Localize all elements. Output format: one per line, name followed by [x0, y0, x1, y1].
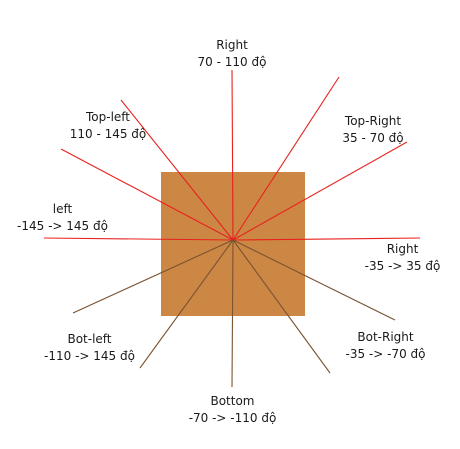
ray-bottom: [231, 239, 234, 388]
ray-bot-right-1: [232, 239, 331, 374]
label-left: left -145 -> 145 độ: [0, 201, 125, 235]
ray-bot-left-1: [72, 239, 234, 314]
label-bottom: Bottom -70 -> -110 độ: [170, 393, 295, 427]
label-left-name: left: [52, 202, 73, 216]
label-right: Right -35 -> 35 độ: [350, 241, 455, 275]
label-top-right-name: Top-Right: [344, 114, 402, 128]
label-bot-right-range: -35 -> -70 độ: [345, 347, 426, 361]
lower-rays: [72, 239, 396, 388]
upper-rays: [43, 69, 421, 241]
label-right-top-name: Right: [216, 38, 248, 52]
label-bot-right-name: Bot-Right: [357, 330, 414, 344]
label-right-range: -35 -> 35 độ: [364, 259, 441, 273]
ray-top-left-1: [120, 99, 234, 241]
label-top-left-name: Top-left: [85, 110, 130, 124]
label-top-right: Top-Right 35 - 70 độ: [323, 113, 423, 147]
label-top-right-range: 35 - 70 độ: [342, 131, 404, 145]
label-right-top: Right 70 - 110 độ: [182, 37, 282, 71]
label-top-left-range: 110 - 145 độ: [69, 127, 147, 141]
label-bot-left-range: -110 -> 145 độ: [44, 349, 135, 363]
label-left-range: -145 -> 145 độ: [17, 219, 108, 233]
label-right-name: Right: [386, 242, 419, 256]
label-right-top-range: 70 - 110 độ: [197, 55, 267, 69]
ray-right: [232, 237, 421, 241]
ray-top-left-2: [60, 148, 234, 241]
ray-right-top: [231, 69, 234, 241]
label-bot-left-name: Bot-left: [67, 332, 112, 346]
label-bot-right: Bot-Right -35 -> -70 độ: [328, 329, 443, 363]
ray-top-right-2: [232, 141, 408, 241]
ray-left: [43, 237, 234, 241]
label-bottom-name: Bottom: [210, 394, 255, 408]
ray-bot-left-2: [139, 239, 234, 369]
label-bot-left: Bot-left -110 -> 145 độ: [27, 331, 152, 365]
ray-top-right-1: [232, 76, 340, 241]
ray-bot-right-2: [232, 239, 396, 321]
label-top-left: Top-left 110 - 145 độ: [53, 109, 163, 143]
label-bottom-range: -70 -> -110 độ: [188, 411, 277, 425]
